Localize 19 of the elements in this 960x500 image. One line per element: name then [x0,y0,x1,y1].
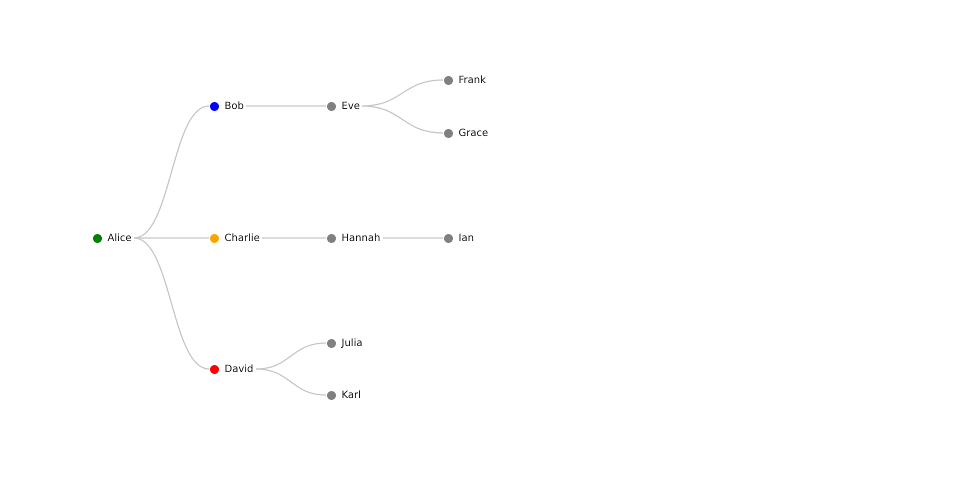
node-label: Charlie [224,232,260,244]
connector-line [246,105,326,107]
node-label: Bob [224,100,244,112]
node-label: Karl [342,390,361,400]
connector-line [262,237,326,239]
node-label: David [224,364,254,374]
connector-line [383,237,443,239]
node-label: Frank [458,74,486,86]
node-label: Ian [458,232,474,244]
connector-line [362,105,444,134]
node-label: Eve [342,100,360,112]
node-label: Hannah [342,232,380,244]
node-label: Julia [342,338,362,348]
node-label: Alice [108,232,132,244]
connector-line [134,105,210,239]
connector-line [134,237,210,370]
connector-line [256,368,326,396]
node-label: Grace [458,128,488,138]
connector-line [256,342,326,370]
